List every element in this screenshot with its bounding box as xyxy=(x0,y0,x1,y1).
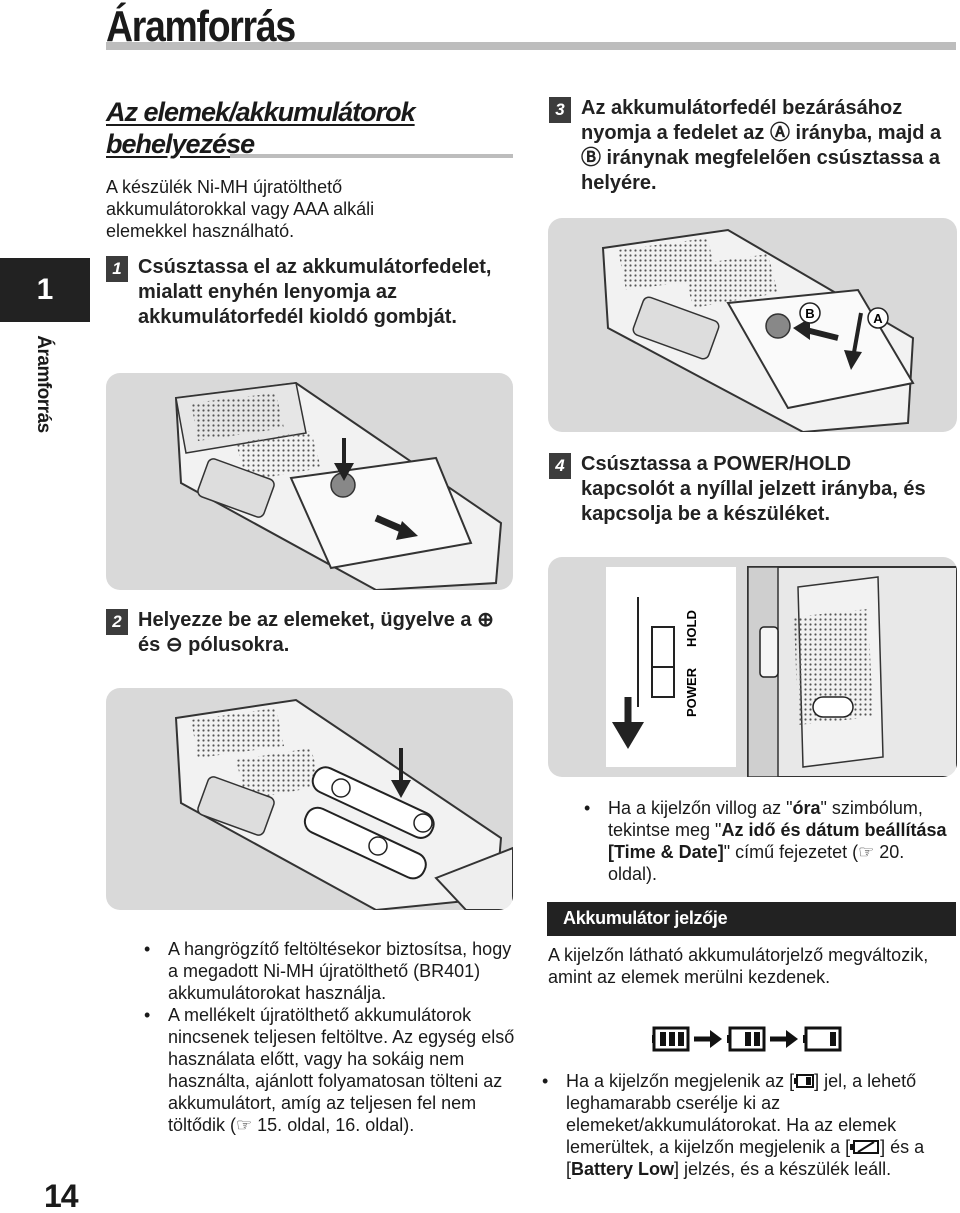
note-text: ] jelzés, és a készülék leáll. xyxy=(674,1159,892,1179)
step-number: 1 xyxy=(106,256,128,282)
figure-open-cover xyxy=(106,373,513,590)
intro-paragraph: A készülék Ni-MH újratölthető akkumuláto… xyxy=(106,177,375,241)
step-text: Az akkumulátorfedél bezárásához nyomja a… xyxy=(581,96,946,196)
battery-indicators-icon xyxy=(652,1026,842,1052)
label-a: A xyxy=(873,311,883,326)
step-text-part: irányba, majd a xyxy=(789,122,942,144)
figure-insert-batteries xyxy=(106,688,513,910)
step-2: 2 Helyezze be az elemeket, ügyelve a ⊕ é… xyxy=(106,608,506,658)
step-text: Csúsztassa el az akkumulátorfedelet, mia… xyxy=(138,256,492,328)
step-text-part: kapcsolót a nyíllal jelzett irányba, és … xyxy=(581,478,926,525)
figure-power-switch: POWER HOLD xyxy=(548,557,957,777)
minus-symbol: ⊖ xyxy=(165,634,183,656)
step-text-part: Az akkumulátorfedél bezárásához nyomja a… xyxy=(581,97,903,144)
step-3: 3 Az akkumulátorfedél bezárásához nyomja… xyxy=(549,96,949,196)
title-rule xyxy=(106,42,956,50)
note-bold: Az idő és dátum beállítása [Time & Date] xyxy=(608,820,947,862)
note-text: " szimbólum, tekintse meg " xyxy=(608,798,923,840)
note-text: Ha a kijelzőn villog az " xyxy=(608,798,793,818)
step-number: 3 xyxy=(549,97,571,123)
switch-power-label: POWER xyxy=(684,667,699,717)
power-hold-label: POWER/HOLD xyxy=(713,453,852,475)
battery-level-sequence xyxy=(652,1022,852,1056)
section-heading-line1: Az elemek/akkumulátorok xyxy=(106,97,416,127)
note-text: ] jel, a lehető leghamarabb cserélje ki … xyxy=(566,1071,917,1157)
chapter-label: Áramforrás xyxy=(33,335,54,433)
step-text-part: pólusokra. xyxy=(182,634,290,656)
battery-heading: Akkumulátor jelzője xyxy=(547,902,956,936)
step-text-part: iránynak megfelelően csúsztassa a helyér… xyxy=(581,147,941,194)
step-text: Helyezze be az elemeket, ügyelve a ⊕ és … xyxy=(138,608,498,658)
switch-hold-label: HOLD xyxy=(684,610,699,647)
batteries-illustration xyxy=(174,698,513,910)
step-number: 4 xyxy=(549,453,571,479)
chapter-tab: 1 xyxy=(0,258,90,322)
label-b: B xyxy=(805,306,814,321)
note-bold: Battery Low xyxy=(571,1159,675,1179)
step-text: Csúsztassa a POWER/HOLD kapcsolót a nyíl… xyxy=(581,452,946,527)
note-text: " című fejezetet (☞ 20. oldal). xyxy=(608,842,905,884)
power-switch-illustration: POWER HOLD xyxy=(606,566,957,777)
section-heading: Az elemek/akkumulátorok behelyezése xyxy=(106,96,416,160)
close-cover-illustration: B A xyxy=(601,228,915,432)
left-notes: A hangrögzítő feltöltésekor biztosítsa, … xyxy=(140,938,520,1136)
direction-b-symbol: Ⓑ xyxy=(581,147,601,169)
battery-low-note: Ha a kijelzőn megjelenik az [] jel, a le… xyxy=(538,1070,953,1180)
battery-paragraph: A kijelzőn látható akkumulátorjelző megv… xyxy=(548,945,929,987)
note-text: ] és a [ xyxy=(566,1137,925,1179)
step-text-part: és xyxy=(138,634,166,656)
note-bold: óra xyxy=(792,798,821,818)
battery-empty-icon xyxy=(850,1140,880,1154)
battery-low-icon xyxy=(794,1074,815,1088)
note-item: A mellékelt újratölthető akkumulátorok n… xyxy=(140,1004,520,1136)
note-text: Ha a kijelzőn megjelenik az [ xyxy=(566,1071,795,1091)
plus-symbol: ⊕ xyxy=(477,609,494,631)
step-4: 4 Csúsztassa a POWER/HOLD kapcsolót a ny… xyxy=(549,452,949,527)
direction-a-symbol: Ⓐ xyxy=(769,122,790,144)
note-item: A hangrögzítő feltöltésekor biztosítsa, … xyxy=(140,938,520,1004)
section-heading-rule xyxy=(230,154,513,158)
figure-close-cover: B A xyxy=(548,218,957,432)
note-item: Ha a kijelzőn villog az "óra" szimbólum,… xyxy=(580,797,950,885)
note-item: Ha a kijelzőn megjelenik az [] jel, a le… xyxy=(538,1070,953,1180)
recorder-illustration xyxy=(174,381,503,590)
step-text-part: Csúsztassa a xyxy=(581,453,714,475)
page-number: 14 xyxy=(44,1178,79,1213)
step-number: 2 xyxy=(106,609,128,635)
step-text-part: Helyezze be az elemeket, ügyelve a xyxy=(138,609,478,631)
clock-note: Ha a kijelzőn villog az "óra" szimbólum,… xyxy=(580,797,950,885)
step-1: 1 Csúsztassa el az akkumulátorfedelet, m… xyxy=(106,255,506,330)
